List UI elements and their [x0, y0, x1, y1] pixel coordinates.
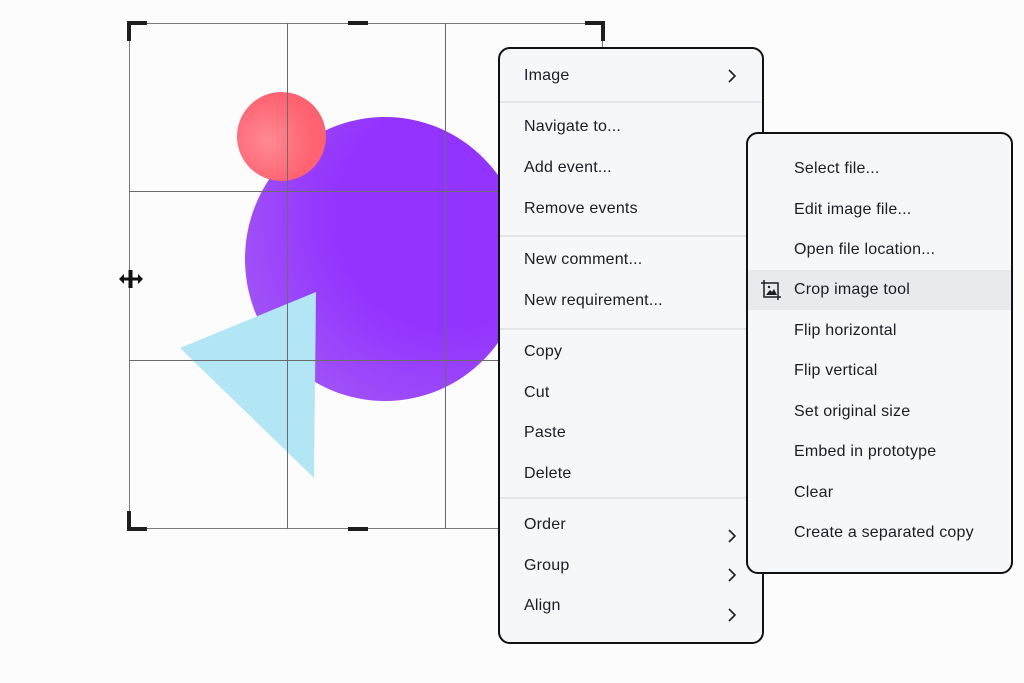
submenu-item-clear[interactable]: Clear — [748, 473, 1011, 513]
move-cursor-icon — [119, 270, 143, 288]
menu-item-label: Create a separated copy — [794, 524, 974, 541]
submenu-item-crop-image-tool[interactable]: Crop image tool — [748, 270, 1011, 310]
menu-separator — [500, 101, 762, 103]
menu-item-image[interactable]: Image — [500, 56, 762, 96]
menu-item-label: Set original size — [794, 403, 911, 420]
menu-separator — [500, 328, 762, 330]
crop-handle-bottom[interactable] — [348, 527, 368, 531]
crop-icon — [761, 280, 781, 300]
menu-item-add-event[interactable]: Add event... — [500, 148, 762, 188]
crop-handle-top-right[interactable] — [585, 21, 605, 41]
menu-item-label: Crop image tool — [794, 281, 910, 298]
menu-item-order[interactable]: Order — [500, 505, 762, 545]
menu-item-paste[interactable]: Paste — [500, 413, 762, 453]
chevron-right-icon — [728, 568, 737, 582]
menu-item-align[interactable]: Align — [500, 586, 762, 626]
submenu-item-edit-image-file[interactable]: Edit image file... — [748, 190, 1011, 230]
submenu-item-set-original-size[interactable]: Set original size — [748, 392, 1011, 432]
context-menu: Image Navigate to... Add event... Remove… — [498, 47, 764, 644]
menu-item-remove-events[interactable]: Remove events — [500, 189, 762, 229]
menu-item-group[interactable]: Group — [500, 546, 762, 586]
menu-item-label: Edit image file... — [794, 201, 912, 218]
menu-item-label: Select file... — [794, 160, 880, 177]
menu-item-new-requirement[interactable]: New requirement... — [500, 281, 762, 321]
submenu-item-open-file-location[interactable]: Open file location... — [748, 230, 1011, 270]
menu-item-label: Delete — [524, 465, 572, 482]
menu-separator — [500, 497, 762, 499]
menu-item-label: Group — [524, 557, 570, 574]
crop-grid-line — [287, 23, 288, 529]
menu-item-label: Remove events — [524, 200, 638, 217]
crop-grid-line — [445, 23, 446, 529]
menu-item-label: Embed in prototype — [794, 443, 937, 460]
crop-handle-top[interactable] — [348, 21, 368, 25]
menu-item-navigate-to[interactable]: Navigate to... — [500, 107, 762, 147]
menu-item-copy[interactable]: Copy — [500, 332, 762, 372]
crop-handle-bottom-left[interactable] — [127, 511, 147, 531]
menu-separator — [500, 235, 762, 237]
submenu-item-flip-horizontal[interactable]: Flip horizontal — [748, 311, 1011, 351]
menu-item-new-comment[interactable]: New comment... — [500, 240, 762, 280]
submenu-item-create-separated-copy[interactable]: Create a separated copy — [748, 513, 1011, 553]
chevron-right-icon — [728, 529, 737, 543]
red-circle-shape — [237, 92, 326, 181]
crop-grid-line — [129, 191, 603, 192]
crop-grid-line — [129, 360, 603, 361]
menu-item-label: Navigate to... — [524, 118, 622, 135]
menu-item-label: Paste — [524, 424, 566, 441]
menu-item-label: New requirement... — [524, 292, 663, 309]
chevron-right-icon — [728, 69, 737, 83]
crop-handle-top-left[interactable] — [127, 21, 147, 41]
submenu-item-embed-in-prototype[interactable]: Embed in prototype — [748, 432, 1011, 472]
menu-item-label: Open file location... — [794, 241, 936, 258]
menu-item-cut[interactable]: Cut — [500, 373, 762, 413]
menu-item-label: Add event... — [524, 159, 612, 176]
menu-item-label: Image — [524, 67, 570, 84]
submenu-item-flip-vertical[interactable]: Flip vertical — [748, 351, 1011, 391]
menu-item-label: Align — [524, 597, 561, 614]
image-submenu: Select file... Edit image file... Open f… — [746, 132, 1013, 574]
menu-item-label: Copy — [524, 343, 563, 360]
menu-item-label: New comment... — [524, 251, 643, 268]
menu-item-label: Order — [524, 516, 566, 533]
chevron-right-icon — [728, 608, 737, 622]
menu-item-delete[interactable]: Delete — [500, 454, 762, 494]
menu-item-label: Cut — [524, 384, 550, 401]
menu-item-label: Flip horizontal — [794, 322, 897, 339]
menu-item-label: Clear — [794, 484, 834, 501]
submenu-item-select-file[interactable]: Select file... — [748, 149, 1011, 189]
menu-item-label: Flip vertical — [794, 362, 878, 379]
